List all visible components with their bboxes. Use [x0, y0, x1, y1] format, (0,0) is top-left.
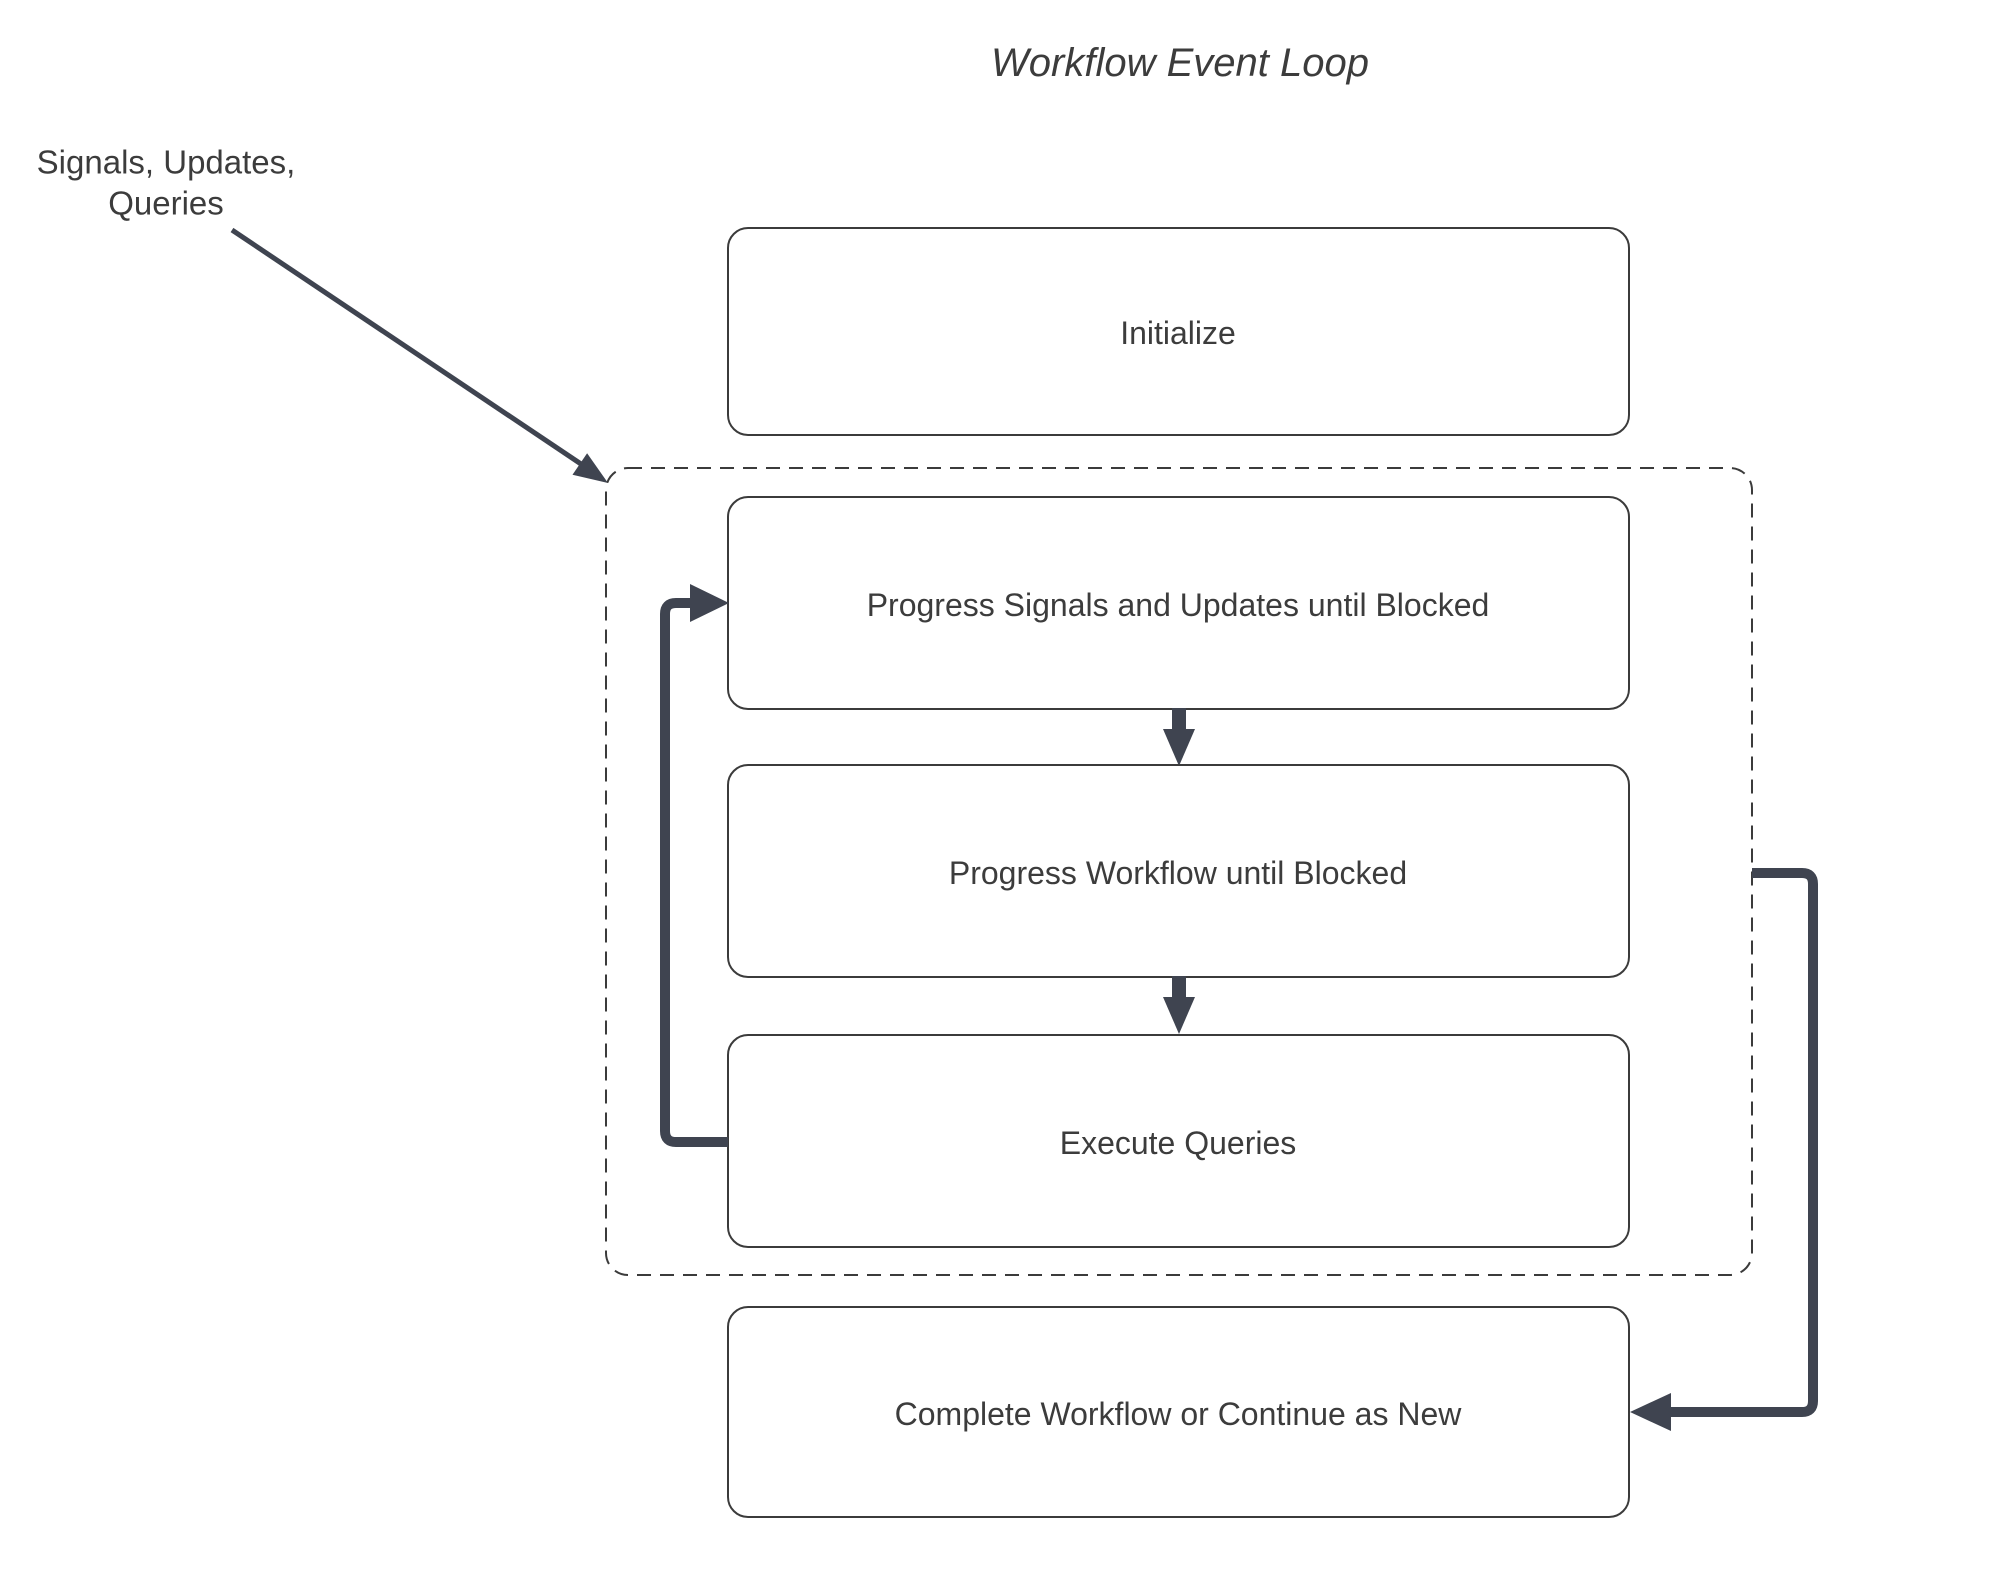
node-progress-workflow-label: Progress Workflow until Blocked	[949, 855, 1407, 891]
loop-back-arrowhead-icon	[690, 584, 729, 622]
signals-input-arrow	[230, 227, 608, 483]
exit-arrow-line	[1671, 868, 1818, 1417]
signals-input-arrow-line	[230, 227, 586, 469]
down-arrow-2-head-icon	[1163, 997, 1195, 1034]
external-input-label-line1: Signals, Updates,	[37, 144, 296, 181]
node-initialize-box	[727, 227, 1630, 436]
event-loop-container	[605, 467, 1753, 1276]
node-progress-workflow: Progress Workflow until Blocked	[727, 764, 1630, 978]
arrow-progress-workflow-to-execute-queries	[1163, 976, 1195, 1034]
node-execute-queries-label: Execute Queries	[1060, 1125, 1297, 1161]
loop-back-arrow-line	[660, 598, 728, 1147]
node-progress-signals-label: Progress Signals and Updates until Block…	[867, 587, 1490, 623]
down-arrow-1-stem	[1172, 708, 1186, 731]
node-progress-signals: Progress Signals and Updates until Block…	[727, 496, 1630, 710]
node-execute-queries: Execute Queries	[727, 1034, 1630, 1248]
loop-back-arrow	[660, 584, 729, 1147]
node-initialize: Initialize	[727, 227, 1630, 436]
external-input-label-line2: Queries	[108, 185, 224, 222]
node-complete-workflow: Complete Workflow or Continue as New	[727, 1306, 1630, 1518]
arrow-progress-signals-to-progress-workflow	[1163, 708, 1195, 766]
exit-arrowhead-icon	[1630, 1393, 1671, 1431]
diagram-title: Workflow Event Loop	[991, 41, 1369, 85]
down-arrow-2-stem	[1172, 976, 1186, 999]
node-initialize-label: Initialize	[1120, 315, 1236, 351]
down-arrow-1-head-icon	[1163, 729, 1195, 766]
signals-input-arrowhead-icon	[572, 453, 608, 483]
node-complete-workflow-box	[727, 1306, 1630, 1518]
node-complete-workflow-label: Complete Workflow or Continue as New	[895, 1396, 1463, 1432]
exit-arrow	[1630, 868, 1818, 1431]
